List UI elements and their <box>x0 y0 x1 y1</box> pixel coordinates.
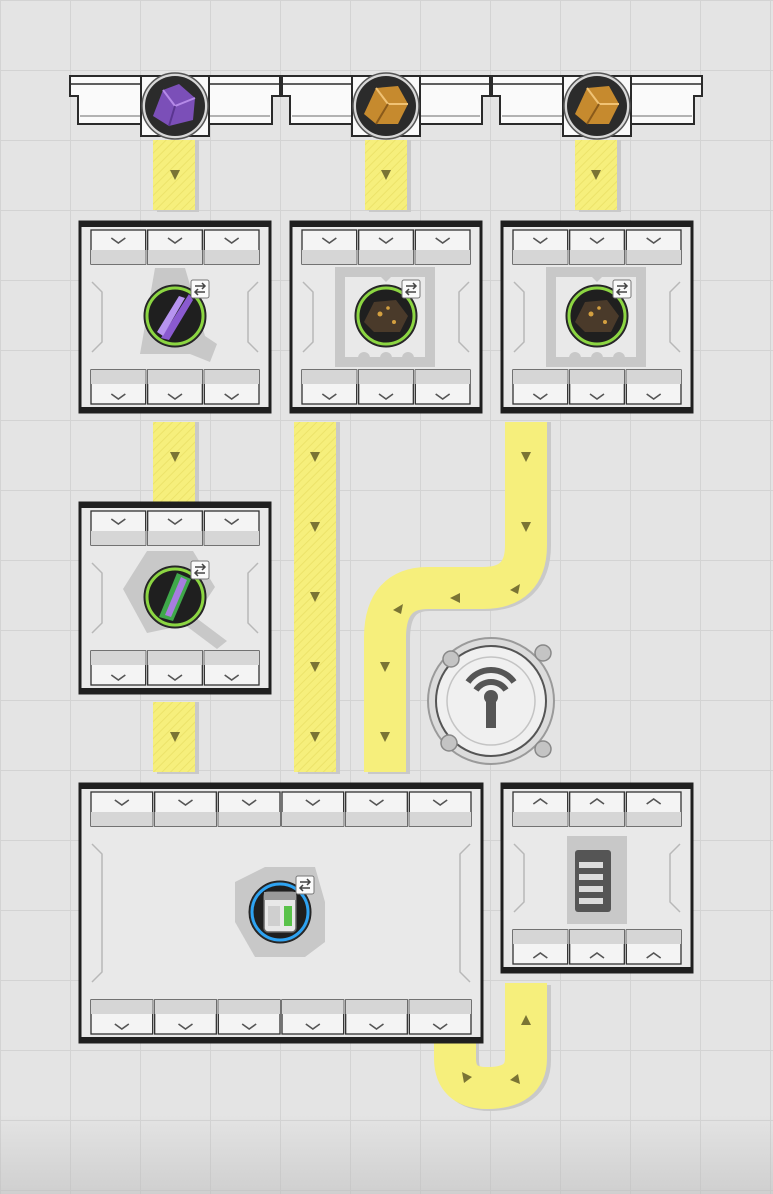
dark-ore-chunk-icon <box>575 300 619 332</box>
copper-ore-icon <box>567 76 627 136</box>
resource-node-copper-a[interactable] <box>351 72 421 140</box>
output-slot[interactable] <box>147 369 203 405</box>
input-slot[interactable] <box>90 510 147 546</box>
output-slot[interactable] <box>90 650 147 686</box>
radio-tower[interactable] <box>427 637 555 765</box>
conveyor-smelter3-to-assembler[interactable] <box>364 422 551 774</box>
input-slot[interactable] <box>512 229 569 265</box>
output-slot[interactable] <box>203 369 260 405</box>
recipe-slot[interactable] <box>143 565 207 629</box>
swap-icon[interactable] <box>401 279 421 299</box>
copper-ore-icon <box>356 76 416 136</box>
purple-crystal-icon <box>145 76 205 136</box>
crystal-shard-icon <box>157 294 193 340</box>
recipe-slot[interactable] <box>248 880 312 944</box>
output-slot[interactable] <box>569 929 625 965</box>
swap-icon[interactable] <box>295 875 315 895</box>
input-slot[interactable] <box>147 510 203 546</box>
output-slot[interactable] <box>569 369 625 405</box>
refiner-crystal[interactable] <box>78 501 272 695</box>
input-slot[interactable] <box>408 791 472 827</box>
output-slot[interactable] <box>217 999 281 1035</box>
conveyor-arrow <box>170 452 180 462</box>
input-slot[interactable] <box>301 229 358 265</box>
crystal-plate-icon <box>159 573 191 621</box>
output-slot[interactable] <box>154 999 217 1035</box>
output-slot[interactable] <box>408 999 472 1035</box>
conveyor-smelter2-to-assembler[interactable] <box>294 422 340 774</box>
input-slot[interactable] <box>512 791 569 827</box>
furnace-silhouette <box>546 267 646 367</box>
swap-icon[interactable] <box>190 279 210 299</box>
conveyor-node3-to-smelter3[interactable] <box>575 140 621 212</box>
assembler[interactable] <box>78 782 484 1044</box>
conveyor-smelter1-to-refiner[interactable] <box>153 422 199 504</box>
conveyor-arrow <box>170 732 180 742</box>
output-slot[interactable] <box>147 650 203 686</box>
output-slot[interactable] <box>625 369 682 405</box>
conveyor-node2-to-smelter2[interactable] <box>365 140 411 212</box>
conveyor-refiner-to-assembler[interactable] <box>153 702 199 774</box>
input-slot[interactable] <box>625 229 682 265</box>
smelter-copper-b[interactable] <box>500 220 694 414</box>
input-slot[interactable] <box>569 229 625 265</box>
input-slot[interactable] <box>414 229 471 265</box>
swap-icon[interactable] <box>612 279 632 299</box>
input-slot[interactable] <box>358 229 414 265</box>
output-slot[interactable] <box>414 369 471 405</box>
smelter-amethyst[interactable] <box>78 220 272 414</box>
output-slot[interactable] <box>512 369 569 405</box>
conveyor-arrow <box>381 170 391 180</box>
output-slot[interactable] <box>345 999 408 1035</box>
storage[interactable] <box>500 782 694 974</box>
output-slot[interactable] <box>301 369 358 405</box>
storage-silhouette <box>567 836 627 924</box>
output-slot[interactable] <box>281 999 345 1035</box>
input-slot[interactable] <box>345 791 408 827</box>
conveyor-node1-to-smelter1[interactable] <box>153 140 199 212</box>
conveyors <box>153 140 621 1112</box>
input-slot[interactable] <box>281 791 345 827</box>
output-slot[interactable] <box>90 369 147 405</box>
input-slot[interactable] <box>154 791 217 827</box>
input-slot[interactable] <box>90 229 147 265</box>
input-slot[interactable] <box>203 229 260 265</box>
dark-ore-chunk-icon <box>364 300 408 332</box>
conveyor-assembler-to-storage[interactable] <box>434 983 551 1112</box>
output-slot[interactable] <box>203 650 260 686</box>
output-slot[interactable] <box>625 929 682 965</box>
input-slot[interactable] <box>90 791 154 827</box>
battery-cell-icon <box>263 891 297 933</box>
input-slot[interactable] <box>569 791 625 827</box>
recipe-slot[interactable] <box>354 284 418 348</box>
resource-node-amethyst[interactable] <box>140 72 210 140</box>
conveyor-arrow <box>591 170 601 180</box>
recipe-slot[interactable] <box>565 284 629 348</box>
buildings <box>78 220 694 1044</box>
antenna-signal-icon <box>465 667 517 728</box>
input-slot[interactable] <box>217 791 281 827</box>
output-slot[interactable] <box>90 999 154 1035</box>
input-slot[interactable] <box>147 229 203 265</box>
furnace-silhouette <box>335 267 435 367</box>
output-slot[interactable] <box>512 929 569 965</box>
resource-nodes <box>140 72 632 140</box>
input-slot[interactable] <box>203 510 260 546</box>
input-slot[interactable] <box>625 791 682 827</box>
recipe-slot[interactable] <box>143 284 207 348</box>
output-slot[interactable] <box>358 369 414 405</box>
smelter-copper-a[interactable] <box>289 220 483 414</box>
resource-node-copper-b[interactable] <box>562 72 632 140</box>
conveyor-arrow <box>170 170 180 180</box>
swap-icon[interactable] <box>190 560 210 580</box>
